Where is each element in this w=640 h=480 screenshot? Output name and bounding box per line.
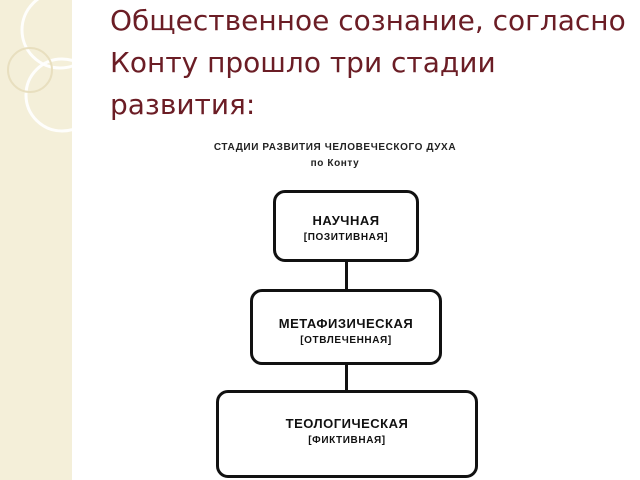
stages-diagram: СТАДИИ РАЗВИТИЯ ЧЕЛОВЕЧЕСКОГО ДУХА по Ко… (160, 128, 510, 480)
stage-name: ТЕОЛОГИЧЕСКАЯ (285, 416, 409, 431)
stage-box-theological: ТЕОЛОГИЧЕСКАЯ [ФИКТИВНАЯ] (216, 390, 478, 478)
stage-name: МЕТАФИЗИЧЕСКАЯ (278, 316, 414, 331)
connector-line (345, 262, 348, 289)
stage-type: [ПОЗИТИВНАЯ] (303, 232, 389, 243)
slide-title: Общественное сознание, согласно Конту пр… (110, 4, 626, 121)
connector-line (345, 365, 348, 390)
diagram-heading: СТАДИИ РАЗВИТИЯ ЧЕЛОВЕЧЕСКОГО ДУХА (213, 142, 457, 153)
stage-name: НАУЧНАЯ (312, 213, 380, 228)
decorative-side-band (0, 0, 72, 480)
stage-box-metaphysical: МЕТАФИЗИЧЕСКАЯ [ОТВЛЕЧЕННАЯ] (250, 289, 442, 365)
diagram-subheading: по Конту (310, 158, 360, 169)
stage-type: [ФИКТИВНАЯ] (308, 435, 386, 446)
stage-box-scientific: НАУЧНАЯ [ПОЗИТИВНАЯ] (273, 190, 419, 262)
decorative-circles (7, 0, 72, 133)
stage-type: [ОТВЛЕЧЕННАЯ] (300, 335, 392, 346)
